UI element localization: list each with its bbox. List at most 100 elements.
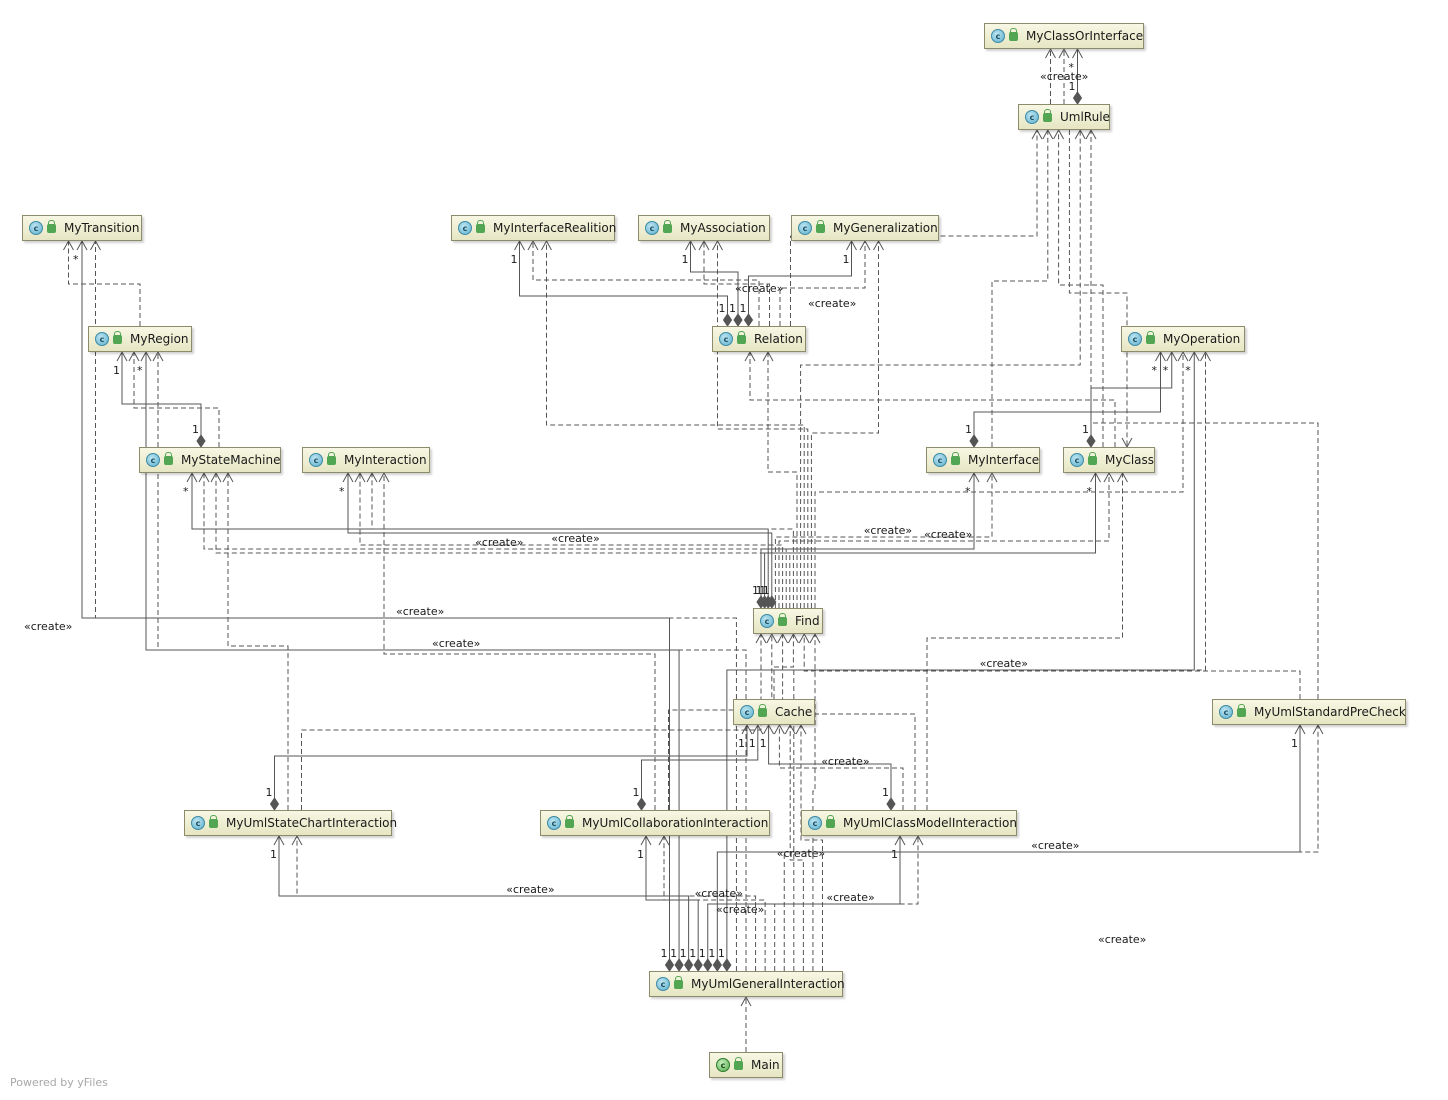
composition-diamond (269, 797, 280, 811)
class-c-icon: c (1128, 332, 1142, 346)
edge-create (774, 836, 919, 971)
class-name-label: MyOperation (1163, 332, 1241, 346)
public-lock-icon (113, 330, 122, 344)
arrow-head (773, 723, 785, 735)
composition-diamond (969, 434, 979, 448)
composition-diamond (722, 313, 733, 327)
class-node-relation[interactable]: c Relation (712, 326, 806, 352)
class-name-label: MyUmlStateChartInteraction (226, 816, 398, 830)
multiplicity-label: * (137, 364, 143, 377)
multiplicity-label: 1 (729, 302, 736, 315)
multiplicity-label: 1 (637, 848, 644, 861)
edge-composition (274, 725, 748, 810)
multiplicity-label: 1 (891, 848, 898, 861)
composition-diamond (886, 797, 896, 811)
class-c-icon: c (191, 816, 205, 830)
stereotype-label: «create» (980, 657, 1028, 670)
arrow-head (1166, 350, 1178, 362)
class-c-icon: c (740, 705, 754, 719)
arrow-head (63, 239, 74, 251)
edge-create (95, 241, 737, 971)
edge-create (778, 725, 904, 810)
stereotype-label: «create» (1031, 839, 1079, 852)
multiplicity-label: 1 (661, 947, 668, 960)
arrow-head (1294, 723, 1306, 735)
edge-create (703, 241, 770, 326)
stereotype-label: «create» (475, 536, 523, 549)
multiplicity-label: 1 (740, 302, 747, 315)
class-c-icon: c (95, 332, 109, 346)
multiplicity-label: 1 (670, 947, 677, 960)
class-c-icon: c (146, 453, 160, 467)
class-node-myoperation[interactable]: c MyOperation (1121, 326, 1245, 352)
public-lock-icon (1043, 108, 1052, 122)
arrow-head (342, 471, 354, 483)
edge-dep (812, 634, 816, 971)
multiplicity-label: 1 (759, 584, 766, 597)
class-c-icon: c (719, 332, 733, 346)
arrow-head (1090, 471, 1101, 483)
class-name-label: MyGeneralization (833, 221, 938, 235)
public-lock-icon (778, 612, 787, 626)
arrow-head (128, 350, 140, 362)
arrow-head (777, 632, 789, 644)
class-name-label: Relation (754, 332, 803, 346)
multiplicity-label: 1 (760, 737, 767, 750)
stereotype-label: «create» (24, 620, 72, 633)
multiplicity-label: 1 (708, 947, 715, 960)
arrow-head (273, 834, 285, 846)
class-name-label: MyInterfaceRealition (493, 221, 617, 235)
class-c-icon: c (1025, 110, 1039, 124)
edge-dep (371, 473, 794, 608)
edge-create (779, 241, 866, 326)
public-lock-icon (1088, 451, 1097, 465)
stereotype-label: «create» (777, 847, 825, 860)
arrow-head (210, 471, 222, 483)
edge-create (296, 836, 757, 971)
class-name-label: MyUmlClassModelInteraction (843, 816, 1017, 830)
public-lock-icon (663, 219, 672, 233)
stereotype-label: «create» (716, 903, 764, 916)
arrow-head (698, 239, 710, 251)
edge-dep (800, 725, 823, 971)
yfiles-credit: Powered by yFiles (10, 1076, 108, 1089)
public-lock-icon (565, 814, 574, 828)
edge-dep (215, 473, 791, 608)
class-name-label: MyAssociation (680, 221, 766, 235)
edge-create (157, 352, 747, 971)
edge-composition (690, 241, 739, 326)
stereotype-label: «create» (396, 605, 444, 618)
public-lock-icon (758, 703, 767, 717)
multiplicity-label: 1 (682, 253, 689, 266)
edge-dep (810, 241, 879, 608)
arrow-head (222, 471, 234, 483)
class-node-myumlstatechartinteraction[interactable]: c MyUmlStateChartInteraction (184, 810, 397, 836)
public-lock-icon (1009, 27, 1018, 41)
arrow-head (1042, 128, 1054, 140)
stereotype-label: «create» (826, 891, 874, 904)
edge-create (663, 836, 766, 971)
edge-composition (121, 352, 202, 447)
public-lock-icon (476, 219, 485, 233)
edge-composition (347, 473, 773, 608)
class-name-label: MyUmlGeneralInteraction (691, 977, 845, 991)
class-name-label: MyInteraction (344, 453, 427, 467)
